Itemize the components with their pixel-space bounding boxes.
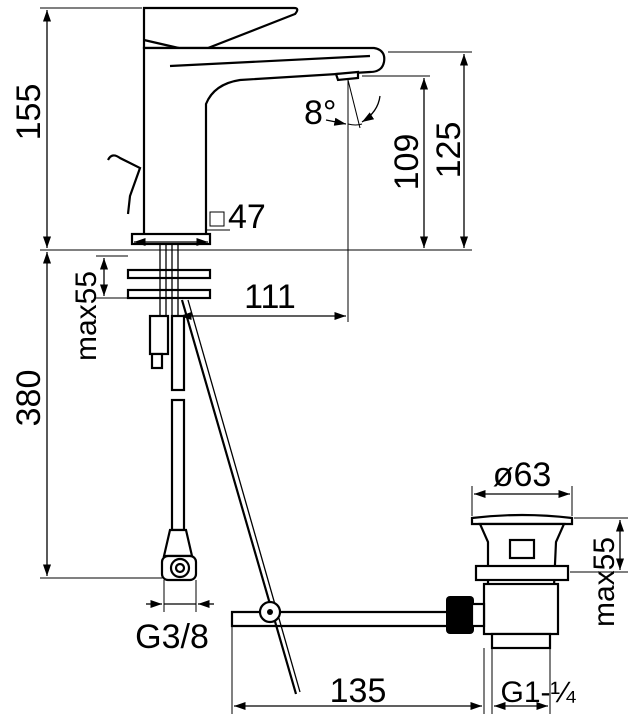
dim-outlet-height: 109 bbox=[388, 134, 426, 191]
waste-valve bbox=[446, 513, 574, 650]
fixing-nut bbox=[148, 314, 170, 356]
mounting-kit bbox=[126, 244, 212, 582]
aerator bbox=[334, 70, 360, 82]
supply-hose-upper bbox=[170, 314, 186, 392]
pop-up-rod bbox=[107, 154, 142, 215]
dim-waste-diameter: ø63 bbox=[493, 456, 552, 494]
dim-waste-thread: G1-¼ bbox=[500, 676, 576, 709]
dim-total-height: 155 bbox=[10, 84, 48, 141]
hose-connector bbox=[162, 528, 194, 558]
pop-up-linkage bbox=[180, 299, 450, 695]
dim-waste-thickness: max55 bbox=[588, 537, 621, 627]
dim-angle: 8° bbox=[304, 94, 337, 132]
dim-base-size: 47 bbox=[228, 198, 266, 236]
dim-deck-thickness: max55 bbox=[70, 271, 103, 361]
dim-hose-length: 380 bbox=[10, 370, 48, 427]
lever-handle bbox=[142, 6, 299, 50]
dim-rod-length: 135 bbox=[330, 672, 387, 710]
linkage-knob bbox=[446, 596, 474, 634]
dim-hose-connection: G3/8 bbox=[135, 618, 209, 656]
spout bbox=[142, 46, 386, 238]
supply-hose-lower bbox=[170, 398, 186, 532]
dim-spout-height: 125 bbox=[430, 122, 468, 179]
dimension-lines bbox=[40, 7, 628, 714]
dim-reach: 111 bbox=[244, 278, 296, 316]
